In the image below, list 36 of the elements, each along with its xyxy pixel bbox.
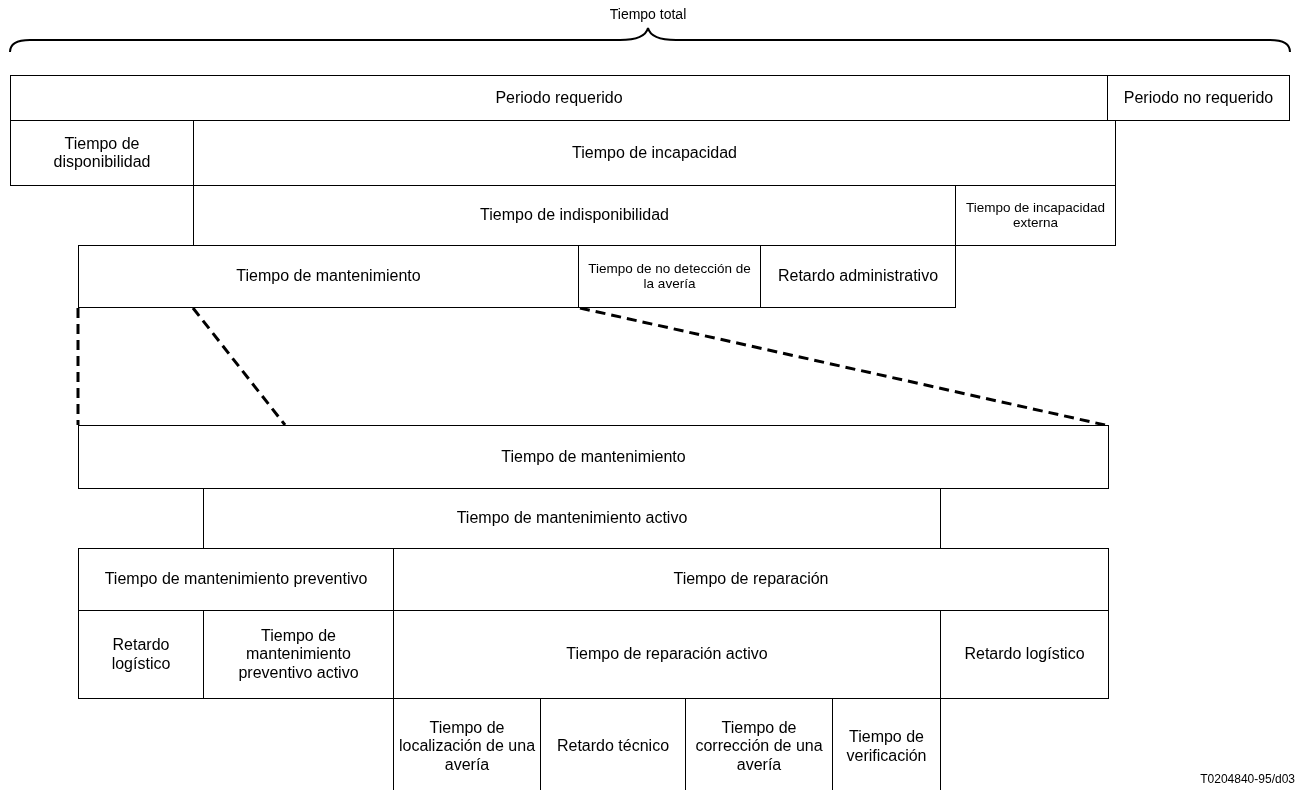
time-bar xyxy=(955,185,1116,246)
time-label: Retardo logístico xyxy=(963,645,1086,664)
dashed-line xyxy=(579,306,1106,427)
time-label: Tiempo de disponibilidad xyxy=(52,134,152,172)
time-label: Periodo requerido xyxy=(494,88,624,108)
time-label: Tiempo de reparación activo xyxy=(565,645,769,664)
time-label: Retardo técnico xyxy=(555,737,671,756)
time-label: Tiempo de corrección de una avería xyxy=(694,718,824,775)
time-bar xyxy=(78,245,579,308)
time-bar xyxy=(203,488,941,549)
time-label: Periodo no requerido xyxy=(1122,88,1275,108)
time-bar xyxy=(10,120,194,186)
time-label: Tiempo de mantenimiento xyxy=(235,267,422,286)
time-label: Tiempo de indisponibilidad xyxy=(479,206,670,225)
time-bar xyxy=(78,425,1109,489)
dashed-line xyxy=(76,308,80,425)
time-label: Tiempo de incapacidad externa xyxy=(964,201,1107,230)
time-label: Retardo administrativo xyxy=(776,267,940,286)
brace-label: Tiempo total xyxy=(609,6,687,22)
time-label: Tiempo de reparación xyxy=(672,570,830,589)
time-label: Tiempo de verificación xyxy=(845,728,928,765)
time-label: Tiempo de mantenimiento preventivo activo xyxy=(237,626,360,683)
time-label: Retardo logístico xyxy=(110,636,172,673)
period-bar xyxy=(1107,75,1290,121)
time-label: Tiempo de no detección de la avería xyxy=(587,262,752,291)
time-bar xyxy=(760,245,956,308)
time-label: Tiempo de incapacidad xyxy=(571,143,738,163)
time-label: Tiempo de mantenimiento activo xyxy=(455,509,689,528)
time-label: Tiempo de localización de una avería xyxy=(397,718,537,775)
time-bar xyxy=(940,610,1109,699)
time-label: Tiempo de mantenimiento xyxy=(500,447,687,467)
dashed-line xyxy=(191,307,287,426)
time-bar xyxy=(78,610,204,699)
time-label: Tiempo de mantenimiento preventivo xyxy=(103,570,369,589)
period-bar xyxy=(10,75,1108,121)
figure-code: T0204840-95/d03 xyxy=(1200,772,1295,786)
